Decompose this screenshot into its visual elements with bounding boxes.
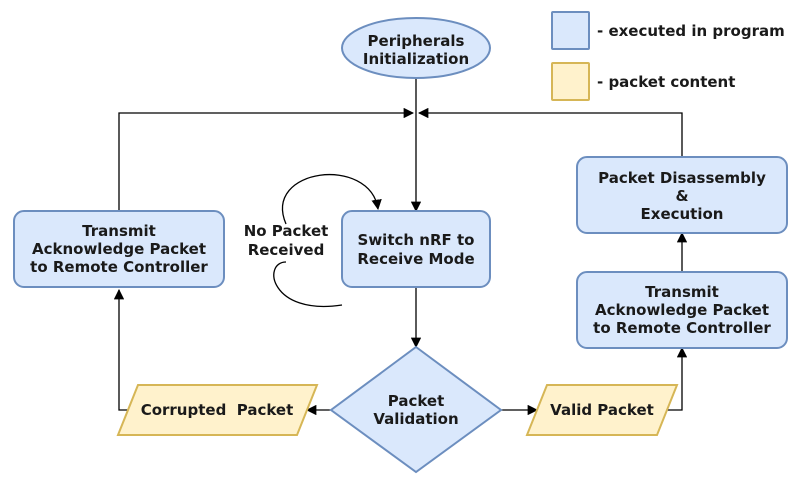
validation-label-line-2: Validation xyxy=(373,410,458,428)
switch-label-line-1: Switch nRF to xyxy=(358,231,475,249)
valid-label: Valid Packet xyxy=(550,401,654,419)
legend-program-swatch xyxy=(551,11,590,50)
validation-label-line-1: Packet xyxy=(388,392,445,410)
no-packet-label-line-1: No Packet xyxy=(244,222,329,240)
legend-packet-label: - packet content xyxy=(597,73,735,91)
init-label-line-1: Peripherals xyxy=(368,32,465,50)
init-label-line-2: Initialization xyxy=(363,50,469,68)
transmit-right-line-3: to Remote Controller xyxy=(593,319,771,337)
transmit-left-line-2: Acknowledge Packet xyxy=(32,240,206,258)
edge-no-packet-loop-top xyxy=(282,174,382,225)
legend-packet-swatch xyxy=(551,62,590,101)
edge-disassembly-to-loop xyxy=(417,107,683,157)
node-transmit-ack-left: Transmit Acknowledge Packet to Remote Co… xyxy=(13,210,225,288)
node-transmit-ack-right: Transmit Acknowledge Packet to Remote Co… xyxy=(576,271,788,349)
node-corrupted-packet: Corrupted Packet xyxy=(116,384,319,436)
edge-transmit-left-to-loop xyxy=(118,107,415,211)
transmit-left-line-3: to Remote Controller xyxy=(30,258,208,276)
node-peripherals-initialization: Peripherals Initialization xyxy=(341,17,491,79)
edges xyxy=(113,78,688,416)
disassembly-line-2: & xyxy=(675,187,688,205)
edge-valid-to-transmit-right xyxy=(667,346,688,411)
disassembly-line-1: Packet Disassembly xyxy=(598,169,766,187)
legend: - executed in program - packet content xyxy=(551,11,785,101)
node-switch-nrf: Switch nRF to Receive Mode xyxy=(341,210,491,288)
node-packet-validation: Packet Validation xyxy=(329,345,503,474)
corrupted-label: Corrupted Packet xyxy=(141,401,294,419)
edge-no-packet-loop xyxy=(273,261,343,308)
disassembly-line-3: Execution xyxy=(641,205,724,223)
legend-program-label: - executed in program xyxy=(597,22,785,40)
node-valid-packet: Valid Packet xyxy=(525,384,679,436)
no-packet-label-line-2: Received xyxy=(248,241,325,259)
transmit-left-line-1: Transmit xyxy=(82,222,156,240)
edge-corrupted-to-transmit-left xyxy=(113,288,130,411)
node-packet-disassembly: Packet Disassembly & Execution xyxy=(576,156,788,234)
edge-label-no-packet: No Packet Received xyxy=(244,222,329,259)
transmit-right-line-1: Transmit xyxy=(645,283,719,301)
switch-label-line-2: Receive Mode xyxy=(357,250,474,268)
transmit-right-line-2: Acknowledge Packet xyxy=(595,301,769,319)
